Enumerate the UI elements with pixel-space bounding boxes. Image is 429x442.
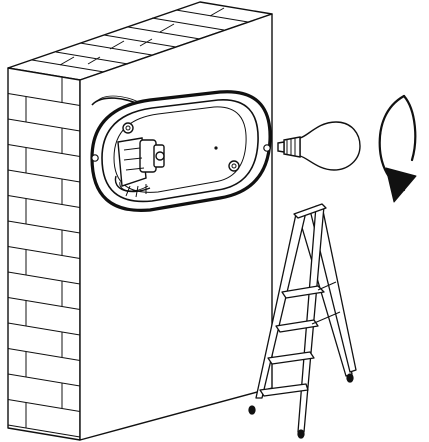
center-dot [214,146,217,149]
frame-screw-left [92,155,98,161]
rotation-arrow-icon [380,96,416,202]
ladder-foot [347,374,353,382]
bulb-glass [300,122,360,170]
frame-screw-right [264,145,270,151]
wall-front-face [80,14,272,440]
brick-wall [8,2,272,440]
ladder-foot [249,406,255,414]
bulb-base [278,137,300,157]
arrow-head [386,168,416,202]
ladder-foot [298,430,304,438]
light-bulb [278,122,360,170]
